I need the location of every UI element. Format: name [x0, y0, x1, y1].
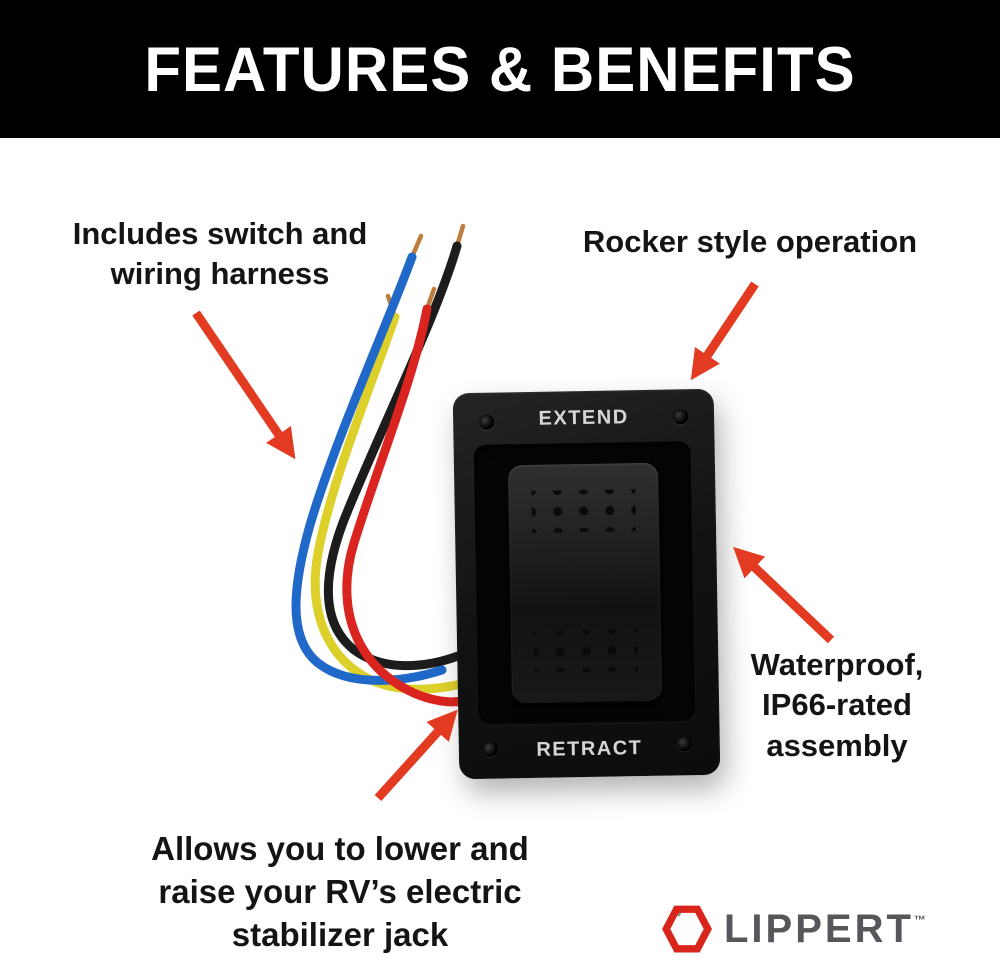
- switch-bezel: [473, 441, 696, 725]
- arrow-rocker-operation: [690, 281, 759, 381]
- black-wire: [323, 241, 463, 671]
- callout-stabilizer-jack: Allows you to lower and raise your RV’s …: [151, 830, 529, 953]
- rocker-grip-dots-bottom: [533, 629, 639, 673]
- lippert-mark-icon: [662, 905, 712, 953]
- arrow-waterproof: [733, 546, 835, 644]
- callout-switch-harness: Includes switch and wiring harness: [72, 216, 368, 292]
- wire-copper-tip: [409, 233, 424, 260]
- rocker-grip-dots-top: [530, 489, 636, 533]
- logo-brand-text: LIPPERT: [724, 907, 914, 951]
- arrow-stabilizer-jack: [374, 709, 458, 802]
- wire-copper-tip: [385, 293, 398, 320]
- retract-label: RETRACT: [536, 737, 643, 761]
- callout-waterproof: Waterproof, IP66-rated assembly: [750, 647, 924, 763]
- wire-copper-tip: [454, 223, 466, 249]
- callout-rocker-operation: Rocker style operation: [582, 224, 918, 259]
- features-banner: FEATURES & BENEFITS: [0, 0, 1000, 138]
- lippert-logo: LIPPERT™: [662, 904, 926, 954]
- logo-trademark: ™: [913, 913, 926, 927]
- yellow-wire: [310, 312, 471, 694]
- red-wire: [342, 304, 475, 707]
- lippert-wordmark: LIPPERT™: [724, 909, 926, 949]
- blue-wire: [291, 252, 447, 685]
- banner-title: FEATURES & BENEFITS: [144, 33, 856, 105]
- rocker-switch: [507, 462, 662, 704]
- switch-panel: EXTEND RETRACT: [452, 388, 721, 780]
- arrow-switch-harness: [192, 310, 296, 460]
- extend-label: EXTEND: [538, 406, 629, 430]
- wire-copper-tip: [424, 286, 437, 312]
